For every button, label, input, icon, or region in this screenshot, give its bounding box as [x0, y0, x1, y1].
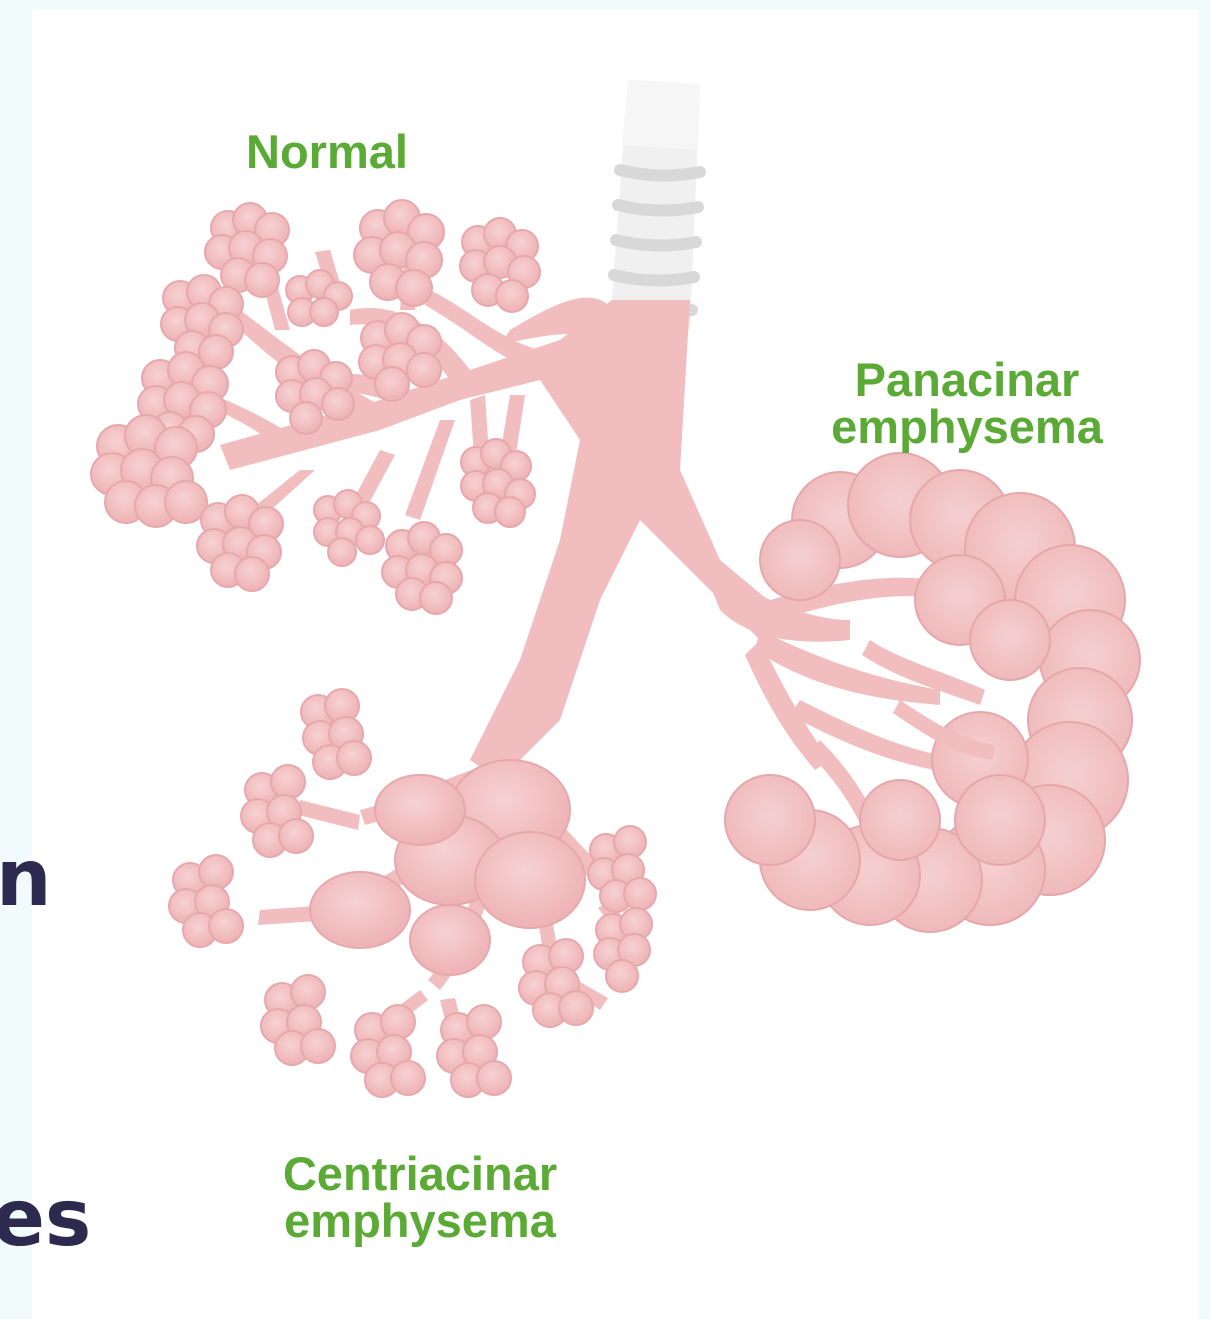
normal-cluster: [460, 218, 540, 312]
normal-cluster: [461, 439, 535, 527]
normal-cluster: [91, 415, 207, 527]
label-normal: Normal: [246, 128, 408, 175]
normal-cluster: [314, 490, 384, 566]
normal-cluster: [197, 495, 283, 591]
label-panacinar-emphysema: Panacinar emphysema: [808, 356, 1126, 450]
normal-cluster: [161, 275, 243, 369]
normal-cluster: [382, 522, 462, 614]
label-centriacinar-line-1: Centriacinar: [250, 1150, 590, 1197]
centriacinar-emphysema-alveoli: [169, 689, 656, 1097]
label-centriacinar-emphysema: Centriacinar emphysema: [250, 1150, 590, 1244]
label-panacinar-line-2: emphysema: [808, 403, 1126, 450]
normal-cluster: [354, 200, 444, 306]
label-centriacinar-line-2: emphysema: [250, 1197, 590, 1244]
label-panacinar-line-1: Panacinar: [808, 356, 1126, 403]
normal-cluster: [286, 270, 352, 326]
trachea: [610, 80, 700, 330]
